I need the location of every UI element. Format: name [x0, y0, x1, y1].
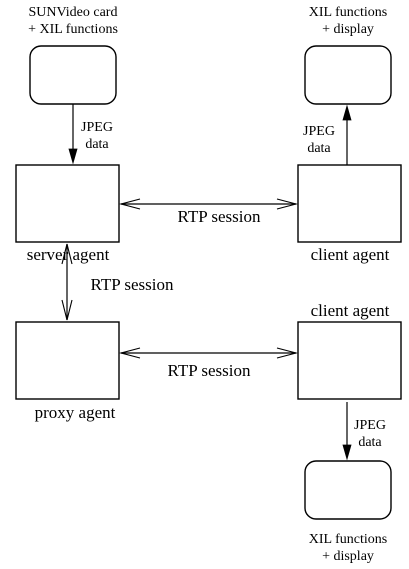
client-agent-label-bottom: client agent — [311, 301, 390, 320]
display-bottom-caption-line1: XIL functions — [309, 532, 387, 547]
display-top-caption-line1: XIL functions — [309, 5, 387, 20]
sunvideo-caption-line1: SUNVideo card — [29, 5, 118, 20]
rtp-session-arrow-proxy-client — [118, 347, 299, 359]
rtp-session-label-top: RTP session — [178, 207, 261, 226]
display-box-bottom — [304, 460, 392, 520]
client-agent-box-top — [297, 164, 402, 243]
proxy-agent-box — [15, 321, 120, 400]
display-bottom-caption-line2: + display — [322, 549, 374, 564]
rtp-session-label-bottom: RTP session — [168, 361, 251, 380]
rtp-session-arrow-server-proxy — [61, 243, 73, 321]
rtp-session-label-middle: RTP session — [91, 275, 174, 294]
jpeg-label-bottom-line2: data — [358, 435, 382, 450]
rtp-session-arrow-server-client — [118, 198, 299, 210]
jpeg-label-top-left-line2: data — [85, 137, 109, 152]
sunvideo-caption-line2: + XIL functions — [28, 22, 118, 37]
jpeg-label-bottom-line1: JPEG — [354, 418, 386, 433]
jpeg-arrow-client-to-display-top — [342, 104, 352, 165]
server-agent-label: server agent — [27, 245, 110, 264]
display-box-top — [304, 45, 392, 105]
server-agent-box — [15, 164, 120, 243]
jpeg-arrow-client-to-display-bottom — [342, 402, 352, 461]
jpeg-label-top-right-line1: JPEG — [303, 124, 335, 139]
jpeg-label-top-left-line1: JPEG — [81, 120, 113, 135]
sunvideo-card-box — [29, 45, 117, 105]
client-agent-box-bottom — [297, 321, 402, 400]
jpeg-label-top-right-line2: data — [307, 141, 331, 156]
jpeg-arrow-sunvideo-to-server — [68, 104, 78, 165]
client-agent-label-top: client agent — [311, 245, 390, 264]
proxy-agent-label: proxy agent — [35, 403, 116, 422]
display-top-caption-line2: + display — [322, 22, 374, 37]
